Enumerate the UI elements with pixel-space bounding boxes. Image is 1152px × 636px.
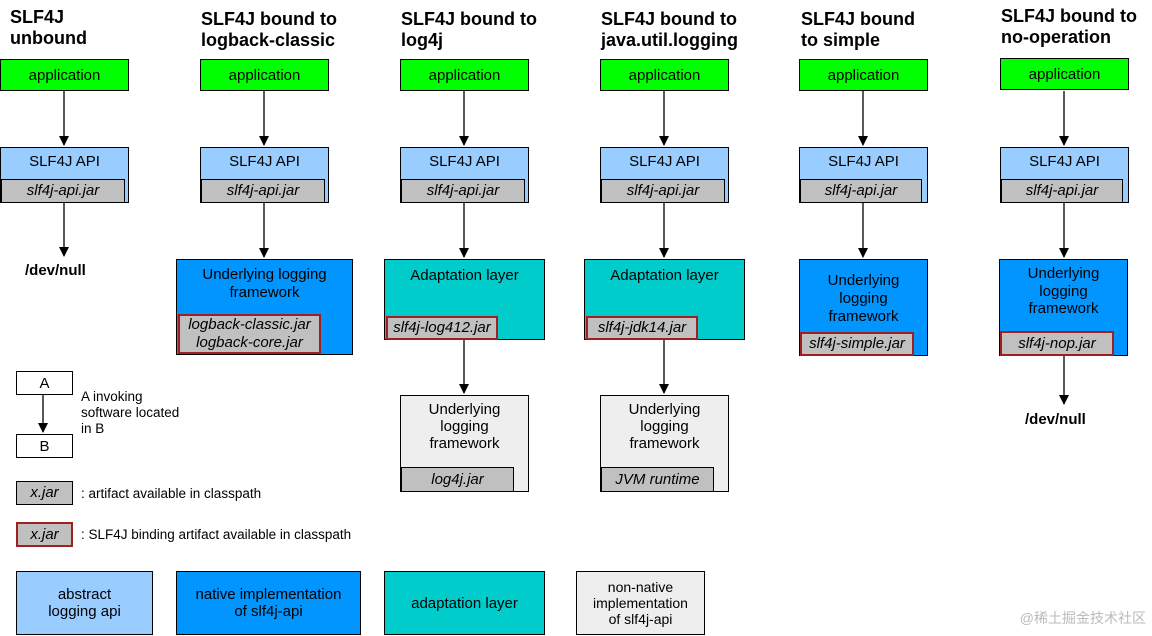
key-non-native-implementation: non-native implementation of slf4j-api [576, 571, 705, 635]
slf4j-api-box: SLF4J API slf4j-api.jar [200, 147, 329, 203]
column-title-jul: SLF4J bound to java.util.logging [601, 9, 739, 50]
legend-invoke-text: A invoking software located in B [81, 389, 180, 436]
api-jar: slf4j-api.jar [800, 179, 922, 203]
column-title-log4j: SLF4J bound to log4j [401, 9, 537, 50]
column-title-unbound: SLF4J unbound [10, 7, 87, 48]
slf4j-api-box: SLF4J API slf4j-api.jar [400, 147, 529, 203]
binding-jar: logback-classic.jar logback-core.jar [178, 314, 321, 354]
slf4j-api-box: SLF4J API slf4j-api.jar [600, 147, 729, 203]
binding-jar: slf4j-jdk14.jar [586, 316, 698, 340]
native-implementation-box: Underlying logging framework logback-cla… [176, 259, 353, 355]
api-jar: slf4j-api.jar [601, 179, 725, 203]
application-box: application [600, 59, 729, 91]
watermark: @稀土掘金技术社区 [1019, 610, 1146, 626]
framework-jar: JVM runtime [601, 467, 714, 492]
application-box: application [1000, 58, 1129, 90]
legend-box-b: B [16, 434, 73, 458]
application-box: application [0, 59, 129, 91]
non-native-framework-box: Underlying logging framework log4j.jar [400, 395, 529, 492]
column-title-simple: SLF4J bound to simple [801, 9, 915, 50]
devnull-terminal: /dev/null [1025, 411, 1086, 428]
slf4j-api-box: SLF4J API slf4j-api.jar [0, 147, 129, 203]
binding-jar: slf4j-nop.jar [1000, 331, 1114, 356]
api-jar: slf4j-api.jar [201, 179, 325, 203]
legend-box-a: A [16, 371, 73, 395]
column-title-nop: SLF4J bound to no-operation [1001, 6, 1137, 47]
application-box: application [799, 59, 928, 91]
legend-binding-sample: x.jar [16, 522, 73, 547]
key-native-implementation: native implementation of slf4j-api [176, 571, 361, 635]
binding-jar: slf4j-log412.jar [386, 316, 498, 340]
non-native-framework-box: Underlying logging framework JVM runtime [600, 395, 729, 492]
legend-binding-desc: : SLF4J binding artifact available in cl… [81, 527, 352, 542]
column-title-logback: SLF4J bound to logback-classic [201, 9, 337, 50]
api-jar: slf4j-api.jar [1, 179, 125, 203]
binding-jar: slf4j-simple.jar [800, 332, 914, 356]
legend-jar-sample: x.jar [16, 481, 73, 505]
framework-jar: log4j.jar [401, 467, 514, 492]
devnull-terminal: /dev/null [25, 262, 86, 279]
slf4j-api-box: SLF4J API slf4j-api.jar [1000, 147, 1129, 203]
api-jar: slf4j-api.jar [401, 179, 525, 203]
slf4j-api-box: SLF4J API slf4j-api.jar [799, 147, 928, 203]
key-adaptation-layer: adaptation layer [384, 571, 545, 635]
adaptation-layer-box: Adaptation layer slf4j-jdk14.jar [584, 259, 745, 340]
api-jar: slf4j-api.jar [1001, 179, 1123, 203]
native-implementation-box: Underlying logging framework slf4j-simpl… [799, 259, 928, 356]
key-abstract-logging-api: abstract logging api [16, 571, 153, 635]
legend-jar-desc: : artifact available in classpath [81, 486, 262, 501]
application-box: application [200, 59, 329, 91]
application-box: application [400, 59, 529, 91]
native-implementation-box: Underlying logging framework slf4j-nop.j… [999, 259, 1128, 356]
adaptation-layer-box: Adaptation layer slf4j-log412.jar [384, 259, 545, 340]
